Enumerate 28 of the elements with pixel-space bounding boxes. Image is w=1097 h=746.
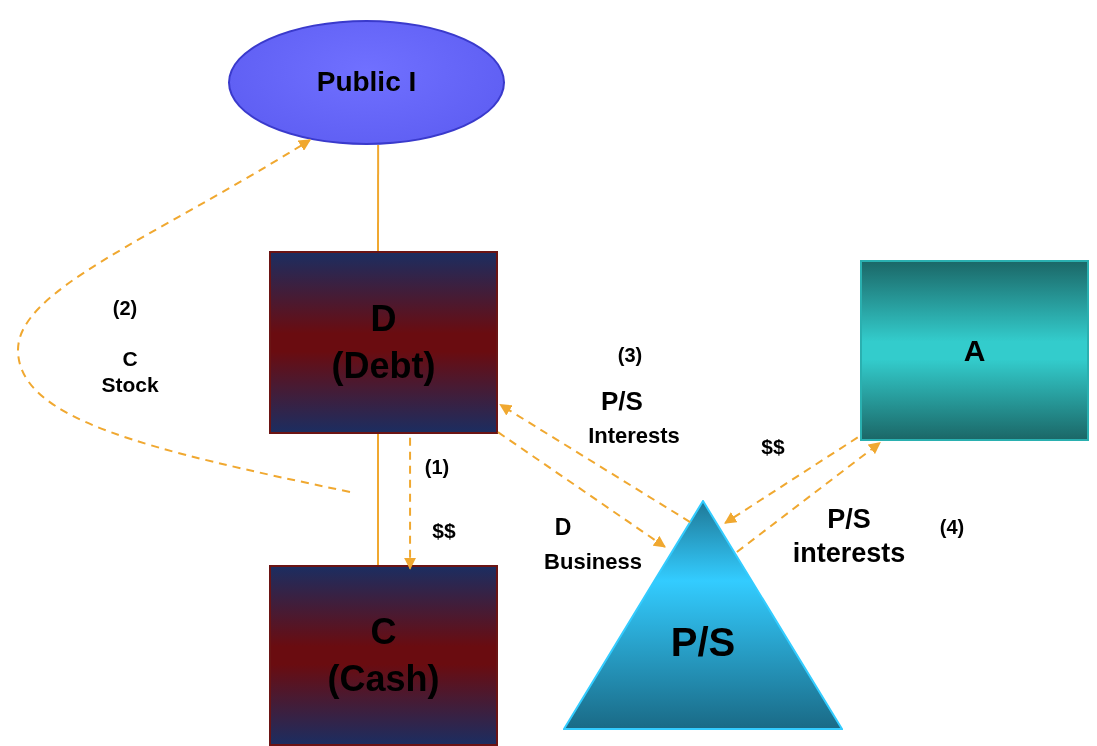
process-box <box>860 260 1089 441</box>
flow-label: D <box>554 512 572 542</box>
connector-line <box>377 433 379 566</box>
callout-number: (3) <box>617 342 643 368</box>
dashed-arrow <box>17 139 351 493</box>
flow-label: $$ <box>761 433 785 460</box>
dashed-arrow <box>497 431 666 548</box>
flow-label: $$ <box>432 517 456 544</box>
dashed-arrow <box>735 441 881 553</box>
callout-number: (2) <box>112 295 138 321</box>
process-box <box>269 251 498 434</box>
flow-label: Business <box>544 548 642 576</box>
node-label: A <box>963 333 986 369</box>
flow-label: P/S interests <box>791 503 907 570</box>
dashed-arrow <box>724 436 859 524</box>
flow-label: Interests <box>588 422 680 450</box>
connector-line <box>377 144 380 252</box>
dashed-arrow <box>499 403 692 524</box>
callout-number: (1) <box>424 454 450 480</box>
node-label: C (Cash) <box>326 609 441 701</box>
flow-label: C Stock <box>100 345 160 398</box>
callout-number: (4) <box>939 514 965 540</box>
node-label: P/S <box>670 619 736 666</box>
flow-label: P/S <box>601 384 643 418</box>
node-label: Public I <box>316 65 417 100</box>
process-box <box>269 565 498 746</box>
dashed-arrow <box>404 436 417 570</box>
node-label: D (Debt) <box>330 296 437 388</box>
